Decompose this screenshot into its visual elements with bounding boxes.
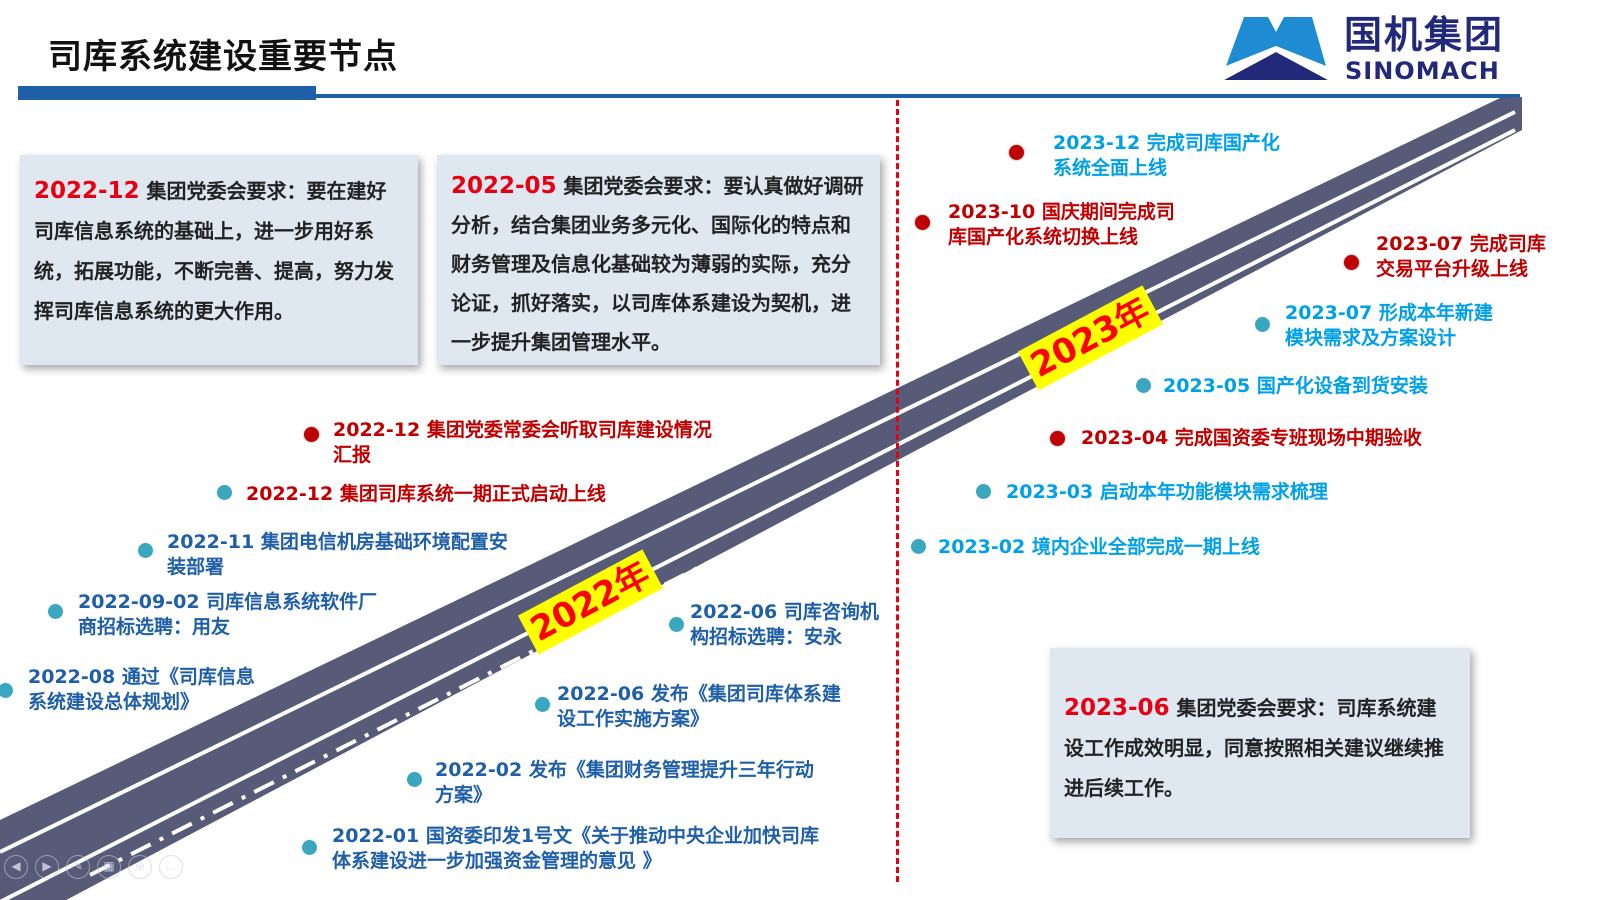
sinomach-logo-icon xyxy=(1224,17,1328,80)
milestone-item: 2022-06 司库咨询机构招标选聘：安永 xyxy=(690,600,879,650)
slides-icon[interactable]: ▦ xyxy=(97,855,121,879)
milestone-item: 2022-08 通过《司库信息系统建设总体规划》 xyxy=(28,665,255,715)
milestone-text: 体系建设进一步加强资金管理的意见 》 xyxy=(332,850,662,872)
more-icon[interactable]: … xyxy=(159,855,183,879)
zoom-icon[interactable]: ⊕ xyxy=(128,855,152,879)
page-title: 司库系统建设重要节点 xyxy=(48,37,398,77)
milestone-dot xyxy=(1344,255,1359,270)
milestone-text: 系统全面上线 xyxy=(1053,157,1168,179)
milestone-text: 2022-02 发布《集团财务管理提升三年行动 xyxy=(435,759,814,781)
milestone-text: 2023-04 完成国资委专班现场中期验收 xyxy=(1081,427,1422,449)
milestone-text: 2022-06 发布《集团司库体系建 xyxy=(557,683,841,705)
milestone-text: 2022-12 集团司库系统一期正式启动上线 xyxy=(246,483,606,505)
note-date: 2022-12 xyxy=(34,178,140,204)
milestone-item: 2023-04 完成国资委专班现场中期验收 xyxy=(1081,426,1422,451)
note-date: 2022-05 xyxy=(451,173,557,199)
milestone-text: 系统建设总体规划》 xyxy=(28,691,200,713)
milestone-item: 2023-12 完成司库国产化系统全面上线 xyxy=(1053,131,1280,181)
milestone-text: 方案》 xyxy=(435,784,493,806)
title-accent-bar xyxy=(18,86,316,100)
milestone-dot xyxy=(48,604,63,619)
note-text: 集团党委会要求：要在建好司库信息系统的基础上，进一步用好系统，拓展功能，不断完善… xyxy=(34,179,394,323)
milestone-dot xyxy=(976,484,991,499)
milestone-dot xyxy=(1009,145,1024,160)
logo-cn: 国机集团 xyxy=(1344,13,1505,57)
milestone-text: 2023-10 国庆期间完成司 xyxy=(948,201,1175,223)
milestone-text: 2023-02 境内企业全部完成一期上线 xyxy=(938,536,1260,558)
note-date: 2023-06 xyxy=(1064,695,1170,721)
milestone-item: 2022-09-02 司库信息系统软件厂商招标选聘：用友 xyxy=(78,590,377,640)
milestone-item: 2022-01 国资委印发1号文《关于推动中央企业加快司库体系建设进一步加强资金… xyxy=(332,824,819,874)
milestone-item: 2023-07 完成司库交易平台升级上线 xyxy=(1376,232,1546,282)
note-text: 集团党委会要求：司库系统建设工作成效明显，同意按照相关建议继续推进后续工作。 xyxy=(1064,696,1444,800)
milestone-dot xyxy=(1050,431,1065,446)
milestone-dot xyxy=(302,840,317,855)
milestone-text: 2023-12 完成司库国产化 xyxy=(1053,132,1280,154)
milestone-dot xyxy=(138,543,153,558)
milestone-text: 装部署 xyxy=(167,556,225,578)
milestone-item: 2022-02 发布《集团财务管理提升三年行动方案》 xyxy=(435,758,814,808)
milestone-item: 2022-06 发布《集团司库体系建设工作实施方案》 xyxy=(557,682,841,732)
milestone-item: 2022-12 集团党委常委会听取司库建设情况汇报 xyxy=(333,418,712,468)
milestone-text: 2022-08 通过《司库信息 xyxy=(28,666,255,688)
milestone-text: 设工作实施方案》 xyxy=(557,708,710,730)
pen-icon[interactable]: ✎ xyxy=(66,855,90,879)
milestone-item: 2023-03 启动本年功能模块需求梳理 xyxy=(1006,480,1328,505)
note-text: 集团党委会要求：要认真做好调研分析，结合集团业务多元化、国际化的特点和财务管理及… xyxy=(451,174,864,354)
milestone-text: 2022-12 集团党委常委会听取司库建设情况 xyxy=(333,419,712,441)
milestone-text: 2023-07 形成本年新建 xyxy=(1285,302,1493,324)
milestone-dot xyxy=(1136,378,1151,393)
road-center-line xyxy=(89,153,1516,877)
milestone-item: 2023-02 境内企业全部完成一期上线 xyxy=(938,535,1260,560)
note-box-2022-12: 2022-12 集团党委会要求：要在建好司库信息系统的基础上，进一步用好系统，拓… xyxy=(20,155,418,365)
next-icon[interactable]: ▶ xyxy=(35,855,59,879)
milestone-item: 2023-07 形成本年新建模块需求及方案设计 xyxy=(1285,301,1493,351)
milestone-dot xyxy=(911,539,926,554)
milestone-item: 2022-11 集团电信机房基础环境配置安装部署 xyxy=(167,530,508,580)
milestone-dot xyxy=(0,683,13,698)
milestone-text: 2022-11 集团电信机房基础环境配置安 xyxy=(167,531,508,553)
road-edge-line xyxy=(0,128,1516,900)
milestone-dot xyxy=(304,427,319,442)
previous-icon[interactable]: ◀ xyxy=(4,855,28,879)
milestone-text: 商招标选聘：用友 xyxy=(78,616,231,638)
milestone-dot xyxy=(217,485,232,500)
logo-en: SINOMACH xyxy=(1345,57,1500,85)
milestone-dot xyxy=(535,697,550,712)
note-box-2023-06: 2023-06 集团党委会要求：司库系统建设工作成效明显，同意按照相关建议继续推… xyxy=(1050,648,1470,838)
milestone-item: 2022-12 集团司库系统一期正式启动上线 xyxy=(246,482,606,507)
milestone-dot xyxy=(669,617,684,632)
milestone-text: 汇报 xyxy=(333,444,372,466)
milestone-text: 2023-05 国产化设备到货安装 xyxy=(1163,375,1428,397)
milestone-dot xyxy=(915,215,930,230)
milestone-dot xyxy=(1255,317,1270,332)
milestone-item: 2023-10 国庆期间完成司库国产化系统切换上线 xyxy=(948,200,1175,250)
milestone-text: 模块需求及方案设计 xyxy=(1285,327,1457,349)
milestone-text: 库国产化系统切换上线 xyxy=(948,226,1139,248)
note-box-2022-05: 2022-05 集团党委会要求：要认真做好调研分析，结合集团业务多元化、国际化的… xyxy=(437,155,880,365)
title-underline xyxy=(18,94,1520,98)
milestone-text: 构招标选聘：安永 xyxy=(690,626,843,648)
milestone-dot xyxy=(407,772,422,787)
milestone-text: 2022-06 司库咨询机 xyxy=(690,601,879,623)
sinomach-logo: 国机集团 SINOMACH xyxy=(1224,14,1524,86)
year-divider xyxy=(896,100,899,882)
milestone-item: 2023-05 国产化设备到货安装 xyxy=(1163,374,1428,399)
road-edge-line xyxy=(0,110,1516,854)
milestone-text: 2023-07 完成司库 xyxy=(1376,233,1546,255)
milestone-text: 2023-03 启动本年功能模块需求梳理 xyxy=(1006,481,1328,503)
milestone-text: 2022-09-02 司库信息系统软件厂 xyxy=(78,591,378,613)
milestone-text: 2022-01 国资委印发1号文《关于推动中央企业加快司库 xyxy=(332,825,820,847)
milestone-text: 交易平台升级上线 xyxy=(1376,258,1529,280)
